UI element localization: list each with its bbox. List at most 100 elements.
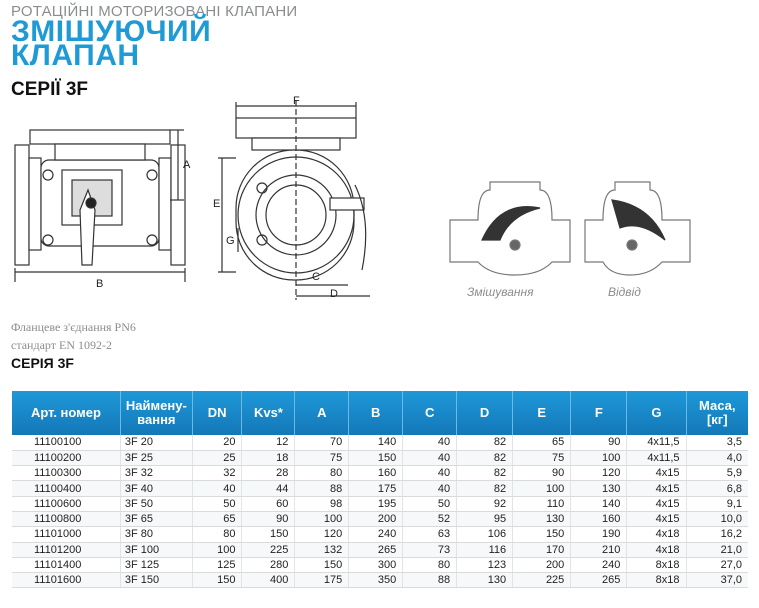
table-cell: 50 — [192, 496, 243, 512]
table-cell: 130 — [456, 572, 514, 589]
table-cell: 8x18 — [626, 557, 687, 574]
table-cell: 11100100 — [12, 435, 121, 451]
table-cell: 4x11,5 — [626, 435, 687, 451]
table-cell: 11100800 — [12, 511, 121, 528]
table-cell: 150 — [192, 572, 243, 589]
table-cell: 11100300 — [12, 465, 121, 482]
column-header: A — [294, 391, 350, 435]
table-cell: 100 — [570, 450, 628, 467]
table-cell: 11100400 — [12, 480, 121, 497]
table-cell: 4x15 — [626, 496, 687, 512]
table-cell: 11100600 — [12, 496, 121, 512]
column-header: C — [402, 391, 458, 435]
table-cell: 11101000 — [12, 526, 121, 543]
series-heading: СЕРІЇ 3F — [11, 79, 89, 100]
table-cell: 4x11,5 — [626, 450, 687, 467]
table-cell: 32 — [192, 465, 243, 482]
table-cell: 4x18 — [626, 526, 687, 543]
table-cell: 3F 32 — [120, 465, 193, 482]
table-cell: 3F 80 — [120, 526, 193, 543]
table-cell: 70 — [294, 435, 350, 451]
table-cell: 350 — [348, 572, 404, 589]
table-cell: 90 — [570, 435, 628, 451]
connection-note: Фланцеве з'єднання PN6 — [11, 320, 136, 334]
table-cell: 11101400 — [12, 557, 121, 574]
table-cell: 75 — [512, 450, 572, 467]
table-cell: 3F 125 — [120, 557, 193, 574]
column-header: DN — [192, 391, 243, 435]
table-cell: 3F 100 — [120, 542, 193, 558]
table-cell: 8x18 — [626, 572, 687, 589]
table-cell: 21,0 — [686, 542, 748, 558]
table-cell: 40 — [402, 480, 458, 497]
table-cell: 37,0 — [686, 572, 748, 589]
table-cell: 50 — [402, 496, 458, 512]
dim-label-f: F — [293, 95, 300, 107]
table-cell: 3F 25 — [120, 450, 193, 467]
table-cell: 150 — [348, 450, 404, 467]
table-cell: 175 — [294, 572, 350, 589]
table-cell: 52 — [402, 511, 458, 528]
table-cell: 200 — [348, 511, 404, 528]
table-cell: 210 — [570, 542, 628, 558]
table-cell: 44 — [241, 480, 296, 497]
table-cell: 73 — [402, 542, 458, 558]
table-cell: 65 — [512, 435, 572, 451]
table-cell: 40 — [402, 450, 458, 467]
table-cell: 130 — [512, 511, 572, 528]
table-cell: 140 — [570, 496, 628, 512]
table-cell: 98 — [294, 496, 350, 512]
table-cell: 170 — [512, 542, 572, 558]
column-header: E — [512, 391, 572, 435]
table-cell: 195 — [348, 496, 404, 512]
table-cell: 125 — [192, 557, 243, 574]
table-cell: 3F 50 — [120, 496, 193, 512]
table-cell: 80 — [192, 526, 243, 543]
table-cell: 300 — [348, 557, 404, 574]
column-header: F — [570, 391, 628, 435]
table-cell: 75 — [294, 450, 350, 467]
table-cell: 100 — [512, 480, 572, 497]
table-cell: 160 — [348, 465, 404, 482]
table-cell: 11100200 — [12, 450, 121, 467]
column-header: Маса,[кг] — [686, 391, 748, 435]
technical-drawing: A B C D E F G — [14, 95, 691, 300]
column-header: D — [456, 391, 514, 435]
table-cell: 18 — [241, 450, 296, 467]
table-cell: 27,0 — [686, 557, 748, 574]
table-cell: 400 — [241, 572, 296, 589]
table-cell: 190 — [570, 526, 628, 543]
table-cell: 225 — [241, 542, 296, 558]
category-heading: РОТАЦІЙНІ МОТОРИЗОВАНІ КЛАПАНИ — [11, 3, 298, 20]
standard-note: стандарт EN 1092-2 — [11, 338, 112, 352]
table-cell: 100 — [192, 542, 243, 558]
column-header: G — [626, 391, 687, 435]
table-cell: 4,0 — [686, 450, 748, 467]
table-cell: 3F 40 — [120, 480, 193, 497]
dim-label-d: D — [330, 288, 338, 300]
table-cell: 120 — [294, 526, 350, 543]
table-cell: 280 — [241, 557, 296, 574]
table-cell: 16,2 — [686, 526, 748, 543]
table-cell: 265 — [348, 542, 404, 558]
table-cell: 3F 20 — [120, 435, 193, 451]
table-cell: 25 — [192, 450, 243, 467]
flow-diagram-diverting — [584, 181, 691, 276]
table-cell: 240 — [570, 557, 628, 574]
table-cell: 5,9 — [686, 465, 748, 482]
table-cell: 12 — [241, 435, 296, 451]
table-cell: 3,5 — [686, 435, 748, 451]
table-cell: 4x15 — [626, 465, 687, 482]
table-cell: 6,8 — [686, 480, 748, 497]
table-cell: 4x15 — [626, 511, 687, 528]
table-cell: 200 — [512, 557, 572, 574]
